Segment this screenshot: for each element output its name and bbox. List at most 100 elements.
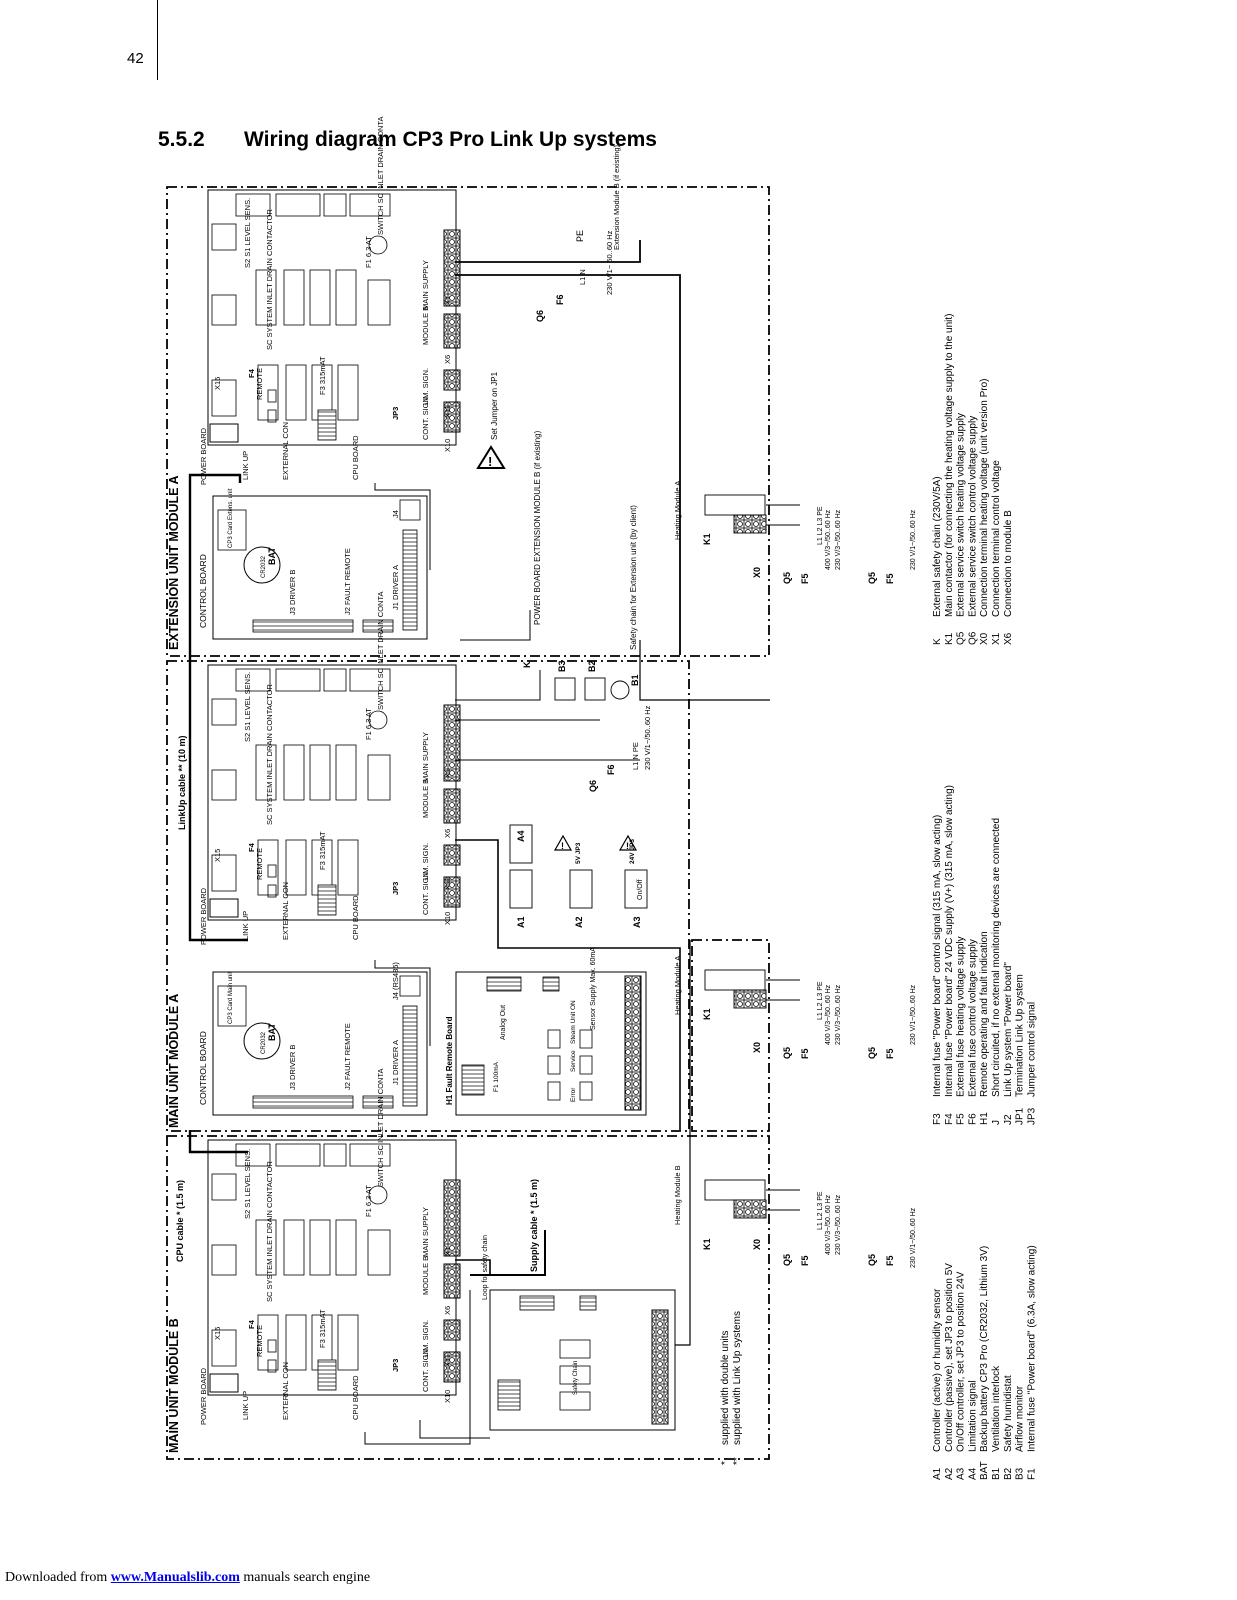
extension-module-a-outline xyxy=(166,186,770,657)
x1-label: X1 xyxy=(443,769,452,778)
level-sens-label: S2 S1 LEVEL SENS. xyxy=(243,198,252,268)
safety-chain-label: Safety Chain xyxy=(573,1361,579,1395)
f1-100ma-label: F1 100mA xyxy=(493,1061,500,1092)
manualslib-link[interactable]: www.Manualslib.com xyxy=(110,1570,240,1585)
note-mark: ** xyxy=(732,1457,743,1465)
f4-label: F4 xyxy=(247,842,256,852)
legend-code: J2 xyxy=(1003,1114,1014,1125)
legend-code: F4 xyxy=(944,1113,955,1125)
legend-text: Internal fuse "Power board" (6.3A, slow … xyxy=(1026,1245,1037,1452)
j3-driver-b-label: J3 DRIVER B xyxy=(288,1045,297,1090)
cpu-cable-label: CPU cable * (1.5 m) xyxy=(175,1180,185,1262)
l1-l2-l3-pe-label: L1 L2 L3 PE xyxy=(817,981,824,1020)
switch-row-label: SWITCH SC INLET DRAIN CONTA xyxy=(376,117,385,235)
legend-code: JP1 xyxy=(1015,1107,1026,1125)
margin-line xyxy=(157,0,158,80)
cpu-board-label: CPU BOARD xyxy=(351,435,360,480)
k1-label: K1 xyxy=(702,1238,712,1250)
remote-label: REMOTE xyxy=(255,848,264,880)
lim-sign-label: LIM. SIGN. xyxy=(421,368,430,405)
page-number: 42 xyxy=(127,50,144,67)
supply-230-1-label: 230 V/1~/50..60 Hz xyxy=(910,509,917,570)
jp3-label: JP3 xyxy=(391,407,400,420)
legend-code: B3 xyxy=(1015,1467,1026,1480)
legend-code: F5 xyxy=(956,1113,967,1125)
module-label-extension: EXTENSION UNIT MODULE A xyxy=(167,475,181,650)
legend-code: H1 xyxy=(979,1112,990,1125)
heating-module-b-label: Heating Module B xyxy=(673,1165,682,1225)
supply-400-label: 400 V/3~/50..60 Hz xyxy=(825,984,832,1045)
x0-label: X0 xyxy=(752,1239,762,1250)
x10-label: X10 xyxy=(443,439,452,452)
supply-230-3-label: 230 V/3~/50..60 Hz xyxy=(835,1194,842,1255)
power-board-ext-note: POWER BOARD EXTENSION MODULE B (if exist… xyxy=(533,430,542,625)
x10-label: X10 xyxy=(443,912,452,925)
link-up-label: LINK UP xyxy=(241,451,250,480)
legend-code: B1 xyxy=(991,1467,1002,1480)
cont-sign-label: CONT. SIGN. xyxy=(421,395,430,440)
board-labels: POWER BOARD LINK UP EXTERNAL CON CPU BOA… xyxy=(198,117,452,1425)
x1-label: X1 xyxy=(443,1247,452,1256)
svg-text:!: ! xyxy=(561,841,564,851)
l1-l2-l3-pe-label: L1 L2 L3 PE xyxy=(817,506,824,545)
main-supply-label: MAIN SUPPLY xyxy=(421,260,430,310)
legend-code: BAT xyxy=(979,1461,990,1480)
lim-sign-label: LIM. SIGN. xyxy=(421,1320,430,1357)
legend-text: Main contactor (for connecting the heati… xyxy=(944,313,955,617)
component-codes: K1 X0 Q5 F5 Q5 F5 K1 X0 Q5 F5 Q5 F5 K1 X… xyxy=(516,230,895,1266)
footer: Downloaded from www.Manualslib.com manua… xyxy=(5,1570,370,1586)
legend-text: On/Off controller, set JP3 to position 2… xyxy=(956,1271,967,1452)
level-sens-label: S2 S1 LEVEL SENS. xyxy=(243,672,252,742)
legend-text: External safety chain (230V/5A) xyxy=(932,476,943,617)
legend-code: B2 xyxy=(1003,1467,1014,1480)
note-text: supplied with Link Up systems xyxy=(732,1311,743,1445)
legend-text: External fuse heating voltage supply xyxy=(956,936,967,1097)
legend-text: Connection terminal control voltage xyxy=(991,460,1002,617)
cr2032-label: CR2032 xyxy=(261,1031,267,1054)
x10-label: X10 xyxy=(443,1390,452,1403)
legend-text: Backup battery CP3 Pro (CR2032, Lithium … xyxy=(979,1246,990,1452)
x15-label: X15 xyxy=(213,849,222,862)
jp3-24v-label: 24V JP3 xyxy=(629,839,636,864)
linkup-cable-label: LinkUp cable ** (10 m) xyxy=(177,735,187,830)
q6-label: Q6 xyxy=(588,780,598,792)
safety-chain-ext-note: Safety chain for Extension unit (by clie… xyxy=(629,505,638,650)
main-module-a-outline xyxy=(166,660,690,1132)
legend-text: Controller (active) or humidity sensor xyxy=(932,1288,943,1452)
cpu-board-label: CPU BOARD xyxy=(351,1375,360,1420)
control-board-label: CONTROL BOARD xyxy=(198,554,208,628)
legend-text: Limitation signal xyxy=(967,1380,978,1452)
module-b-label: MODULE B xyxy=(421,306,430,345)
legend-code: K xyxy=(932,638,943,645)
x6-label: X6 xyxy=(443,829,452,838)
legend-code: X0 xyxy=(979,632,990,645)
legend-code: F3 xyxy=(932,1113,943,1125)
legend-code: JP3 xyxy=(1026,1107,1037,1125)
k1-label: K1 xyxy=(702,1008,712,1020)
legend-text: Safety humidistat xyxy=(1003,1375,1014,1452)
a2-label: A2 xyxy=(574,916,584,928)
power-board-label: POWER BOARD xyxy=(199,427,208,485)
jp3-5v-label: 5V JP3 xyxy=(575,842,582,864)
notes: *supplied with double units**supplied wi… xyxy=(720,1311,743,1465)
warning-icon: ! xyxy=(553,834,573,851)
control-board-ext xyxy=(212,495,428,640)
supply-cable-label: Supply cable * (1.5 m) xyxy=(529,1179,539,1272)
cpu-board-label: CPU BOARD xyxy=(351,895,360,940)
x11-label: X11 xyxy=(443,1354,452,1367)
legend-text: Termination Link Up system xyxy=(1015,974,1026,1097)
f1-label: F1 6.3 AT xyxy=(364,236,373,268)
f1-label: F1 6.3 AT xyxy=(364,708,373,740)
set-jumper-note: Set Jumper on JP1 xyxy=(490,371,499,440)
legend-text: Link Up system "Power board" xyxy=(1003,962,1014,1097)
l1-n-pe-label: L1 N PE xyxy=(631,742,640,770)
footer-prefix: Downloaded from xyxy=(5,1570,111,1585)
safety-chain-board xyxy=(489,1289,676,1431)
main-module-b-outline xyxy=(166,1135,770,1460)
j3-driver-b-label: J3 DRIVER B xyxy=(288,570,297,615)
annotations: Extension Module B (if existing) Set Jum… xyxy=(175,144,917,1395)
remote-label: REMOTE xyxy=(255,1325,264,1357)
cp3-card-ext-label: CP3 Card Extens. unit xyxy=(228,488,234,548)
section-number: 5.5.2 xyxy=(158,128,205,151)
